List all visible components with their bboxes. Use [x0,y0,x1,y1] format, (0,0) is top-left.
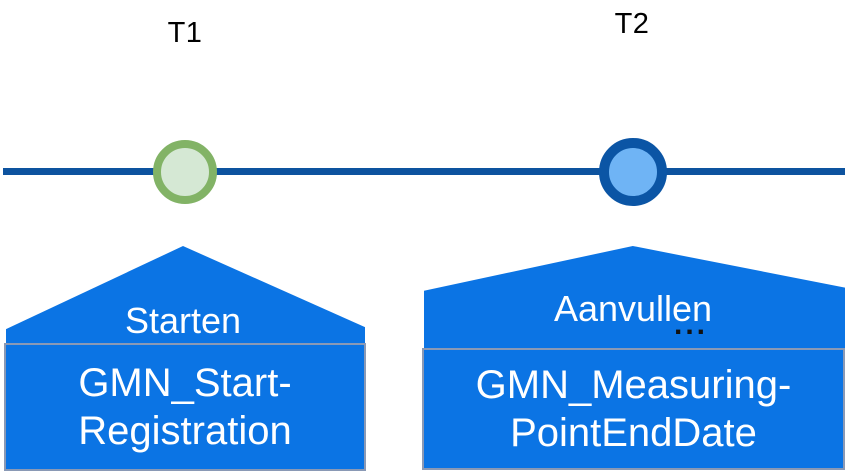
timeline-line [3,168,845,175]
ellipsis-dots: ... [673,308,708,341]
attr-line: GMN_Measuring- [475,363,792,407]
t1-marker-circle [153,140,217,204]
t2-marker-circle [599,138,667,206]
gmn-measuringpointenddate-box: GMN_Measuring- PointEndDate [422,348,845,470]
attr-line: PointEndDate [510,411,757,455]
attr-line: Registration [78,409,292,453]
time-label-t2: T2 [614,8,650,40]
action-label-starten: Starten [124,300,242,341]
action-label-aanvullen: Aanvullen [553,288,713,329]
time-label-t1: T1 [167,17,203,49]
gmn-start-registration-box: GMN_Start- Registration [4,343,366,471]
attr-line: GMN_Start- [78,361,292,405]
